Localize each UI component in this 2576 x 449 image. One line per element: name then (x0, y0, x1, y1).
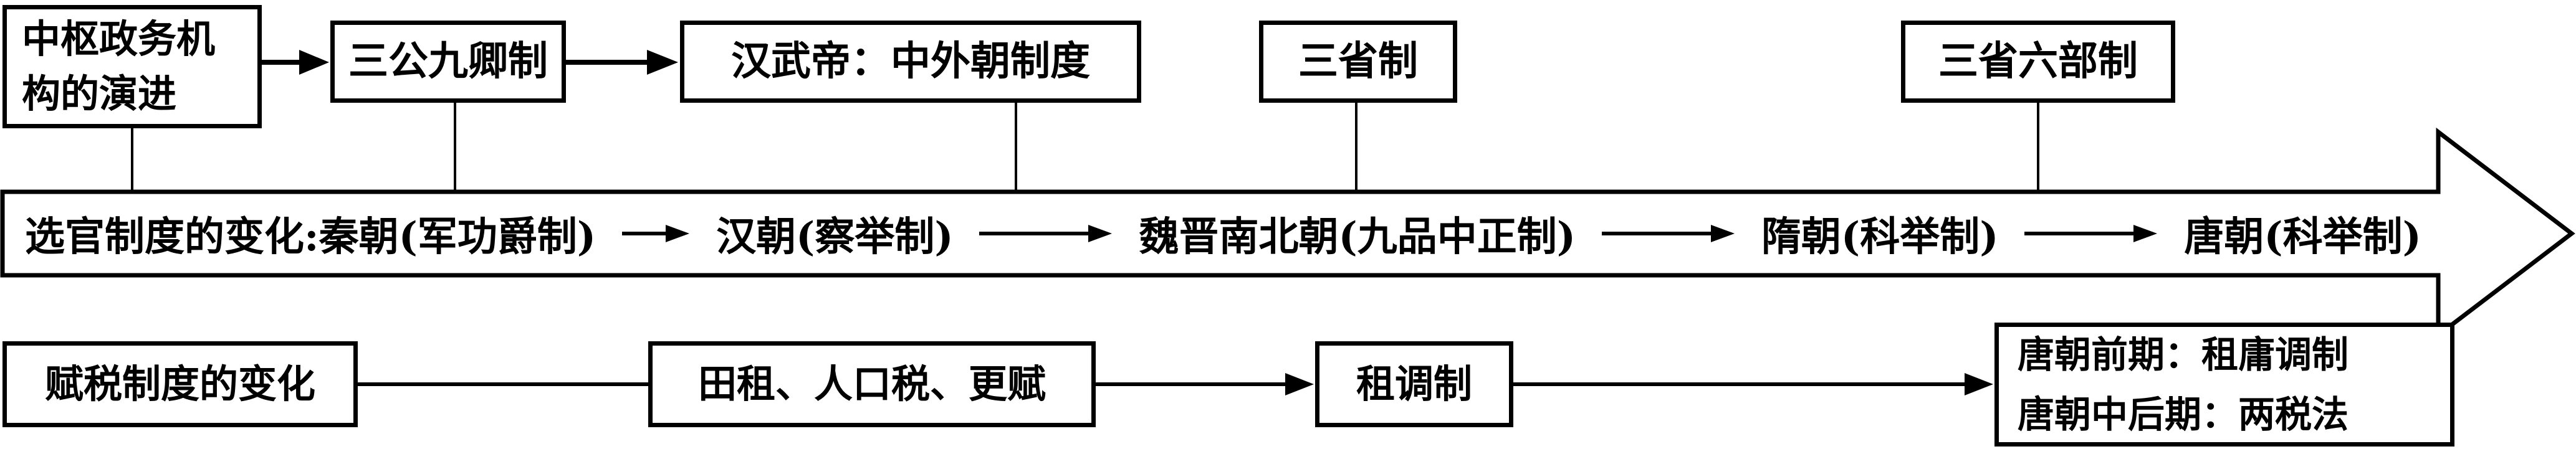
taxation-stage-tianzu-label: 田租、人口税、更赋 (697, 361, 1046, 407)
central-institutions-header-label: 中枢政务机 构的演进 (7, 12, 215, 121)
central-institutions-header-box: 中枢政务机 构的演进 (2, 5, 262, 128)
stage-box-hanwudi: 汉武帝：中外朝制度 (680, 21, 1141, 103)
stage-box-hanwudi-label: 汉武帝：中外朝制度 (731, 38, 1090, 85)
taxation-tang-line1: 唐朝前期：租庸调制 (2018, 333, 2349, 376)
selection-stage-sui: 隋朝(科举制) (1761, 214, 1999, 260)
stage-arrow-icon (1601, 225, 1735, 242)
stage-box-sanshengzhi-label: 三省制 (1298, 38, 1418, 85)
taxation-header-box: 赋税制度的变化 (2, 341, 358, 427)
taxation-tang-line2: 唐朝中后期：两税法 (2018, 392, 2349, 436)
central-header-line2: 构的演进 (22, 71, 177, 116)
selection-timeline-text: 选官制度的变化:秦朝(军功爵制) 汉朝(察举制) 魏晋南北朝(九品中正制) 隋朝… (25, 191, 2421, 276)
selection-stage-qin: 选官制度的变化:秦朝(军功爵制) (25, 205, 596, 262)
selection-prefix: 选官制度的变化: (25, 214, 319, 260)
selection-stage-tang: 唐朝(科举制) (2184, 214, 2421, 260)
stage-arrow-icon (2024, 225, 2157, 242)
selection-stage-weijin: 魏晋南北朝(九品中正制) (1139, 214, 1576, 260)
taxation-stage-box-zudiao: 租调制 (1315, 341, 1513, 427)
taxation-header-label: 赋税制度的变化 (44, 361, 315, 407)
selection-stage-qin-label: 秦朝(军功爵制) (318, 214, 596, 260)
stage-box-sanshengliubu-label: 三省六部制 (1938, 38, 2138, 85)
taxation-stage-tang-label: 唐朝前期：租庸调制 唐朝中后期：两税法 (1999, 325, 2349, 444)
taxation-stage-box-tang: 唐朝前期：租庸调制 唐朝中后期：两税法 (1994, 323, 2454, 447)
stage-box-sangongjiuqing-label: 三公九卿制 (348, 38, 548, 85)
arrow-sangong-to-hanwudi (565, 50, 678, 75)
taxation-stage-box-tianzu: 田租、人口税、更赋 (648, 341, 1096, 427)
arrow-tianzu-to-zudiao (1094, 373, 1314, 395)
stage-box-sangongjiuqing: 三公九卿制 (330, 21, 566, 103)
arrow-zudiao-to-tang (1512, 373, 1993, 395)
stage-arrow-icon (979, 225, 1113, 242)
stage-box-sanshengzhi: 三省制 (1259, 21, 1457, 103)
stage-box-sanshengliubu: 三省六部制 (1901, 21, 2175, 103)
central-header-line1: 中枢政务机 (22, 16, 216, 62)
stage-arrow-icon (621, 225, 689, 242)
taxation-stage-zudiao-label: 租调制 (1356, 361, 1472, 407)
arrow-central-to-sangong (262, 50, 329, 75)
timeline-block-arrow (0, 127, 2575, 340)
selection-stage-han: 汉朝(察举制) (716, 214, 954, 260)
